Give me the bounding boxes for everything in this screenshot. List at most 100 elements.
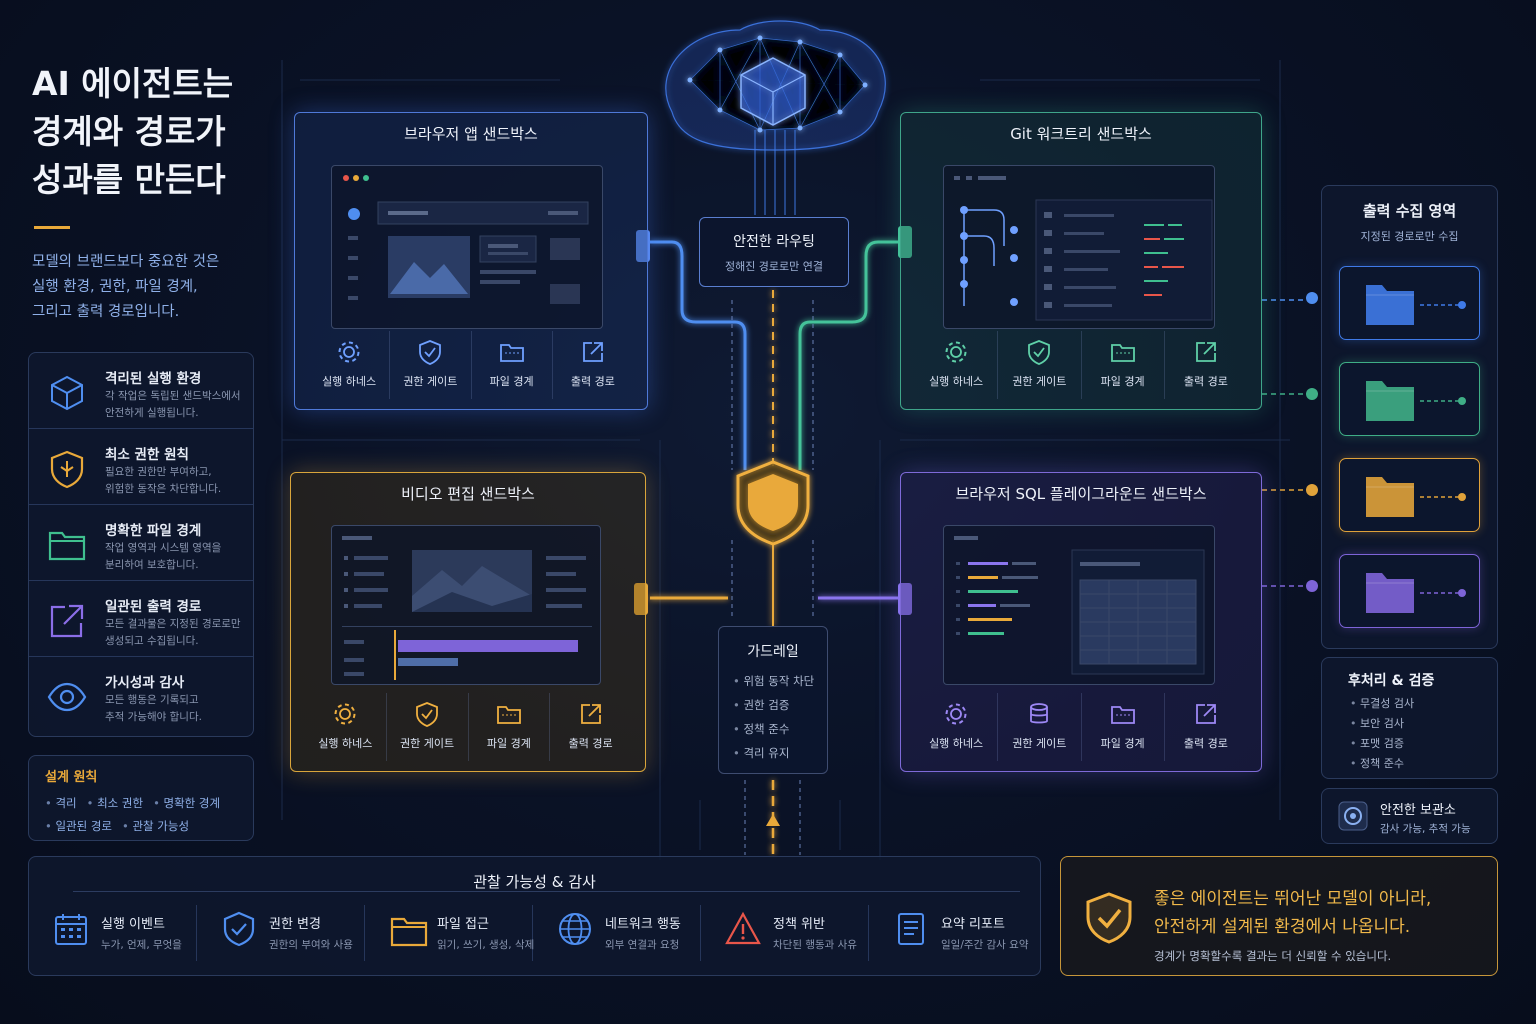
post-title: 후처리 & 검증 — [1348, 673, 1435, 689]
design-principles-panel: 설계 원칙 격리최소 권한명확한 경계일관된 경로관찰 가능성 — [28, 755, 254, 841]
dashed-guides — [731, 300, 814, 855]
conclusion-panel: 좋은 에이전트는 뛰어난 모델이 아니라, 안전하게 설계된 환경에서 나옵니다… — [1060, 856, 1498, 976]
shield-check-icon — [1028, 340, 1051, 365]
folder-icon — [1110, 706, 1135, 724]
browser-mockup-graphic — [343, 175, 589, 304]
post-item: 보안 검사 — [1350, 714, 1414, 734]
video-editor-graphic — [342, 536, 592, 680]
principle-item: 최소 권한 원칙 필요한 권한만 부여하고, 위험한 동작은 차단합니다. — [29, 429, 253, 505]
tool-output-path[interactable]: 출력 경로 — [550, 693, 631, 761]
tool-permission-gate[interactable]: 권한 게이트 — [998, 693, 1082, 761]
tool-file-boundary[interactable]: 파일 경계 — [1082, 693, 1165, 761]
tool-file-boundary[interactable]: 파일 경계 — [469, 693, 551, 761]
output-folder-card[interactable] — [1339, 362, 1480, 436]
post-item: 포맷 검증 — [1350, 734, 1414, 754]
browser-toolbar: 실행 하네스 권한 게이트 파일 경계 출력 경로 — [309, 331, 633, 399]
guardrail-item: 위험 동작 차단 — [733, 669, 814, 693]
guardrail-shield-icon — [736, 460, 810, 546]
principle-description: 모든 행동은 기록되고 추적 가능해야 합니다. — [105, 694, 202, 723]
guardrail-item: 정책 준수 — [733, 717, 814, 741]
tool-permission-gate[interactable]: 권한 게이트 — [390, 331, 472, 399]
design-tag: 격리 — [45, 796, 77, 810]
observability-item-desc: 읽기, 쓰기, 생성, 삭제 — [437, 939, 535, 951]
eye-icon — [47, 677, 87, 717]
tool-execution-harness[interactable]: 실행 하네스 — [305, 693, 387, 761]
sql-sandbox[interactable]: 브라우저 SQL 플레이그라운드 샌드박스 실행 하네스 권한 게이트 파일 경… — [900, 472, 1262, 772]
observability-item-name: 요약 리포트 — [941, 917, 1005, 932]
export-icon — [1195, 342, 1216, 362]
principle-description: 각 작업은 독립된 샌드박스에서 안전하게 실행됩니다. — [105, 390, 241, 419]
observability-item-name: 파일 접근 — [437, 917, 489, 932]
title-underline — [34, 226, 70, 229]
tool-execution-harness[interactable]: 실행 하네스 — [915, 331, 999, 399]
core-cube-icon — [740, 57, 806, 126]
folder-icon — [47, 525, 87, 565]
video-sandbox-title: 비디오 편집 샌드박스 — [401, 485, 535, 503]
observability-item: 정책 위반 차단된 행동과 사유 — [701, 905, 869, 961]
tool-output-path[interactable]: 출력 경로 — [1165, 693, 1247, 761]
output-dots — [1306, 292, 1318, 592]
folder-icon — [1366, 477, 1466, 517]
sql-editor-graphic — [954, 536, 1205, 675]
observability-item-desc: 일일/주간 감사 요약 — [941, 939, 1029, 951]
conclusion-title: 좋은 에이전트는 뛰어난 모델이 아니라, 안전하게 설계된 환경에서 나옵니다… — [1154, 889, 1432, 937]
video-sandbox[interactable]: 비디오 편집 샌드박스 실행 하네스 권한 게이트 파일 경계 출력 경로 — [290, 472, 646, 772]
cube-icon — [47, 373, 87, 413]
principle-item: 명확한 파일 경계 작업 영역과 시스템 영역을 분리하여 보호합니다. — [29, 505, 253, 581]
intro-text: 모델의 브랜드보다 중요한 것은 실행 환경, 권한, 파일 경계, 그리고 출… — [32, 254, 220, 320]
tool-execution-harness[interactable]: 실행 하네스 — [309, 331, 391, 399]
tool-file-boundary[interactable]: 파일 경계 — [1082, 331, 1165, 399]
divider — [73, 891, 1020, 892]
video-editor-mockup — [331, 525, 601, 685]
tool-file-boundary[interactable]: 파일 경계 — [472, 331, 553, 399]
output-folder-card[interactable] — [1339, 458, 1480, 532]
gear-icon — [945, 703, 967, 725]
design-title: 설계 원칙 — [45, 770, 98, 785]
guardrail-title: 가드레일 — [747, 644, 799, 660]
guardrail-item: 격리 유지 — [733, 741, 814, 765]
output-collection-panel: 출력 수집 영역 지정된 경로로만 수집 — [1321, 185, 1498, 649]
observability-item-desc: 권한의 부여와 사용 — [269, 939, 353, 951]
folder-icon — [1366, 573, 1466, 613]
observability-item-desc: 차단된 행동과 사유 — [773, 939, 857, 951]
connection-paths — [650, 240, 898, 855]
shield-check-icon — [416, 702, 439, 727]
guardrail-item: 권한 검증 — [733, 693, 814, 717]
browser-sandbox[interactable]: 브라우저 앱 샌드박스 실행 하네스 권한 게이트 파일 경계 출력 경로 — [294, 112, 648, 410]
routing-subtitle: 정해진 경로로만 연결 — [724, 260, 824, 273]
tool-output-path[interactable]: 출력 경로 — [553, 331, 633, 399]
tool-execution-harness[interactable]: 실행 하네스 — [915, 693, 999, 761]
circuit-traces — [281, 60, 1290, 860]
gear-icon — [945, 341, 967, 363]
observability-item-desc: 외부 연결과 요청 — [605, 939, 680, 951]
principle-description: 필요한 권한만 부여하고, 위험한 동작은 차단합니다. — [105, 466, 222, 495]
git-sandbox[interactable]: Git 워크트리 샌드박스 실행 하네스 권한 게이트 파일 경계 출력 경로 — [900, 112, 1262, 410]
tool-output-path[interactable]: 출력 경로 — [1165, 331, 1247, 399]
secure-vault-panel[interactable]: 안전한 보관소 감사 가능, 추적 가능 — [1321, 788, 1498, 844]
output-folder-card[interactable] — [1339, 554, 1480, 628]
design-tag: 일관된 경로 — [45, 819, 112, 833]
up-arrow-icon — [766, 814, 780, 826]
principle-title: 가시성과 감사 — [105, 675, 185, 691]
post-item: 정책 준수 — [1350, 754, 1414, 774]
git-mockup-graphic — [954, 176, 1213, 321]
routing-title: 안전한 라우팅 — [733, 234, 815, 250]
observability-item-name: 권한 변경 — [269, 917, 321, 932]
principle-title: 최소 권한 원칙 — [105, 447, 189, 463]
principle-title: 격리된 실행 환경 — [105, 371, 202, 387]
box-connectors — [634, 226, 912, 615]
output-folder-card[interactable] — [1339, 266, 1480, 340]
collect-title: 출력 수집 영역 — [1362, 202, 1457, 220]
sql-sandbox-title: 브라우저 SQL 플레이그라운드 샌드박스 — [955, 485, 1207, 503]
git-window-mockup — [943, 165, 1215, 329]
observability-item: 실행 이벤트 누가, 언제, 무엇을 — [29, 905, 197, 961]
observability-item-name: 네트워크 행동 — [605, 917, 681, 932]
tool-permission-gate[interactable]: 권한 게이트 — [387, 693, 469, 761]
vault-icon — [1338, 801, 1368, 831]
vault-subtitle: 감사 가능, 추적 가능 — [1380, 823, 1471, 835]
post-processing-panel: 후처리 & 검증 무결성 검사 보안 검사 포맷 검증 정책 준수 — [1321, 657, 1498, 779]
tool-permission-gate[interactable]: 권한 게이트 — [998, 331, 1082, 399]
video-toolbar: 실행 하네스 권한 게이트 파일 경계 출력 경로 — [305, 693, 631, 761]
observability-item: 파일 접근 읽기, 쓰기, 생성, 삭제 — [365, 905, 535, 961]
